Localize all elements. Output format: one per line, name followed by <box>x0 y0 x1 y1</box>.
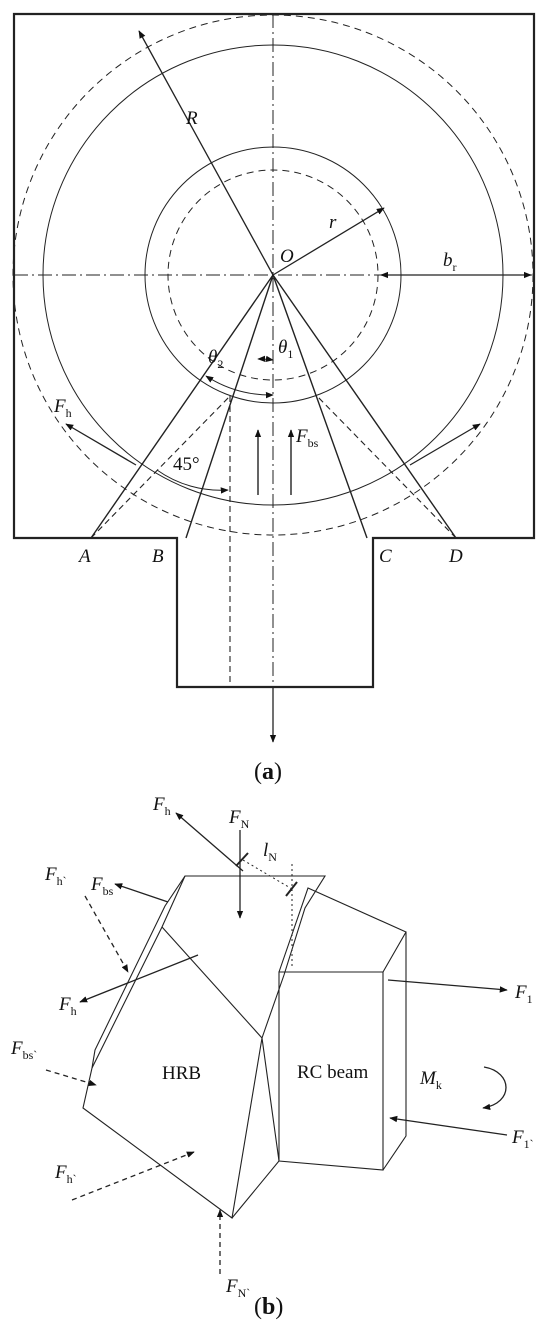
rc-beam-side <box>382 932 407 1171</box>
caption-a: (a) <box>254 759 282 785</box>
lN-tick-right <box>285 881 298 897</box>
label-C: C <box>379 546 392 567</box>
hrb-front-face <box>161 926 263 1039</box>
theta1-arc <box>257 355 274 363</box>
force-Fbs-arrow <box>114 883 169 903</box>
label-F1: F1 <box>514 982 533 1006</box>
radius-R-line <box>138 30 274 276</box>
label-Mk: Mk <box>419 1068 442 1092</box>
label-HRB: HRB <box>162 1063 201 1084</box>
label-Fh-prime-top: Fh` <box>44 864 67 888</box>
angle-45-arc <box>156 469 229 494</box>
force-Fh-prime-top-arrow <box>84 895 129 973</box>
label-O: O <box>280 246 294 267</box>
label-Fh-mid: Fh <box>58 994 77 1018</box>
label-r: r <box>329 212 337 233</box>
label-Fh-left: Fh <box>53 396 72 420</box>
label-lN: lN <box>263 840 277 864</box>
label-Fbs: Fbs <box>90 874 114 898</box>
label-theta1: θ1 <box>278 337 293 361</box>
label-45deg: 45° <box>173 454 200 475</box>
label-B: B <box>152 546 164 567</box>
label-FN: FN <box>228 807 250 831</box>
line-O-D <box>272 274 457 539</box>
label-A: A <box>77 546 91 567</box>
force-Fh-left-arrow <box>65 423 137 466</box>
force-F1-arrow <box>387 979 508 993</box>
label-Fbs: Fbs <box>295 426 319 450</box>
force-Fh-right-arrow <box>409 423 481 466</box>
theta2-arc <box>205 375 274 399</box>
label-Fh-top: Fh <box>152 794 171 818</box>
label-F1-prime: F1` <box>511 1127 534 1151</box>
moment-Mk-arrow <box>482 1066 507 1111</box>
force-Fh-top-arrow <box>175 812 244 872</box>
lN-tick-left <box>235 852 249 867</box>
label-D: D <box>448 546 463 567</box>
label-Fh-prime-bottom: Fh` <box>54 1162 77 1186</box>
line-O-A <box>90 274 274 539</box>
radius-r-line <box>272 207 385 276</box>
lN-dotted-line <box>242 859 293 890</box>
force-Fh-prime-bottom-arrow <box>71 1151 195 1201</box>
hrb-left-face <box>91 875 186 1069</box>
hrb-block-outline <box>82 875 326 1219</box>
rc-beam-top <box>278 887 407 973</box>
hrb-bottom-face <box>231 1037 280 1219</box>
line-O-C <box>272 274 368 539</box>
figure-b: Fh FN lN Fbs Fh` Fh Fbs` HRB RC beam F1 … <box>10 794 534 1320</box>
label-FN-prime: FN` <box>225 1276 250 1300</box>
label-RC-beam: RC beam <box>297 1062 368 1083</box>
column-outline <box>12 12 536 689</box>
force-F1-prime-arrow <box>389 1115 508 1136</box>
figure-a: R r O br θ1 θ2 Fh Fbs 45° A B C D (a) <box>12 12 536 785</box>
label-Fbs-prime: Fbs` <box>10 1038 37 1062</box>
label-R: R <box>185 108 198 129</box>
label-br: br <box>443 250 457 274</box>
caption-b: (b) <box>254 1294 283 1320</box>
dashed-45-left <box>90 395 231 539</box>
label-theta2: θ2 <box>208 347 223 371</box>
dashed-45-right <box>316 395 457 539</box>
force-Fh-mid-arrow <box>79 954 199 1003</box>
